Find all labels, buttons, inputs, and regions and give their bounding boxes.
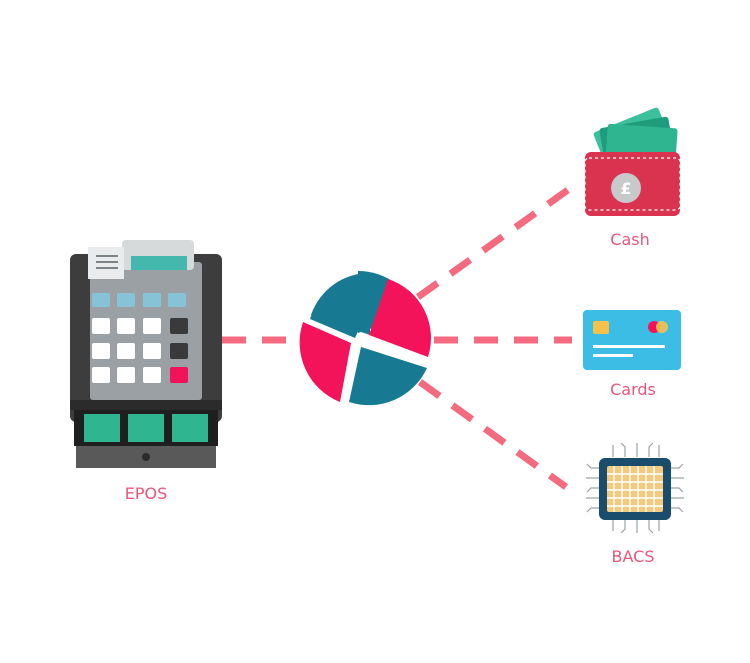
bacs-label: BACS <box>611 547 655 566</box>
connector-hub-bacs <box>417 379 569 490</box>
split-pie-icon <box>299 270 431 406</box>
credit-card-icon <box>583 310 681 370</box>
wallet-icon: £ <box>584 107 681 216</box>
svg-text:£: £ <box>620 179 631 198</box>
cards-label: Cards <box>610 380 656 399</box>
microchip-body <box>599 458 671 520</box>
connector-hub-cash <box>415 184 575 300</box>
cash-label: Cash <box>610 230 650 249</box>
epos-label: EPOS <box>124 484 168 503</box>
cash-register-icon <box>70 240 222 468</box>
